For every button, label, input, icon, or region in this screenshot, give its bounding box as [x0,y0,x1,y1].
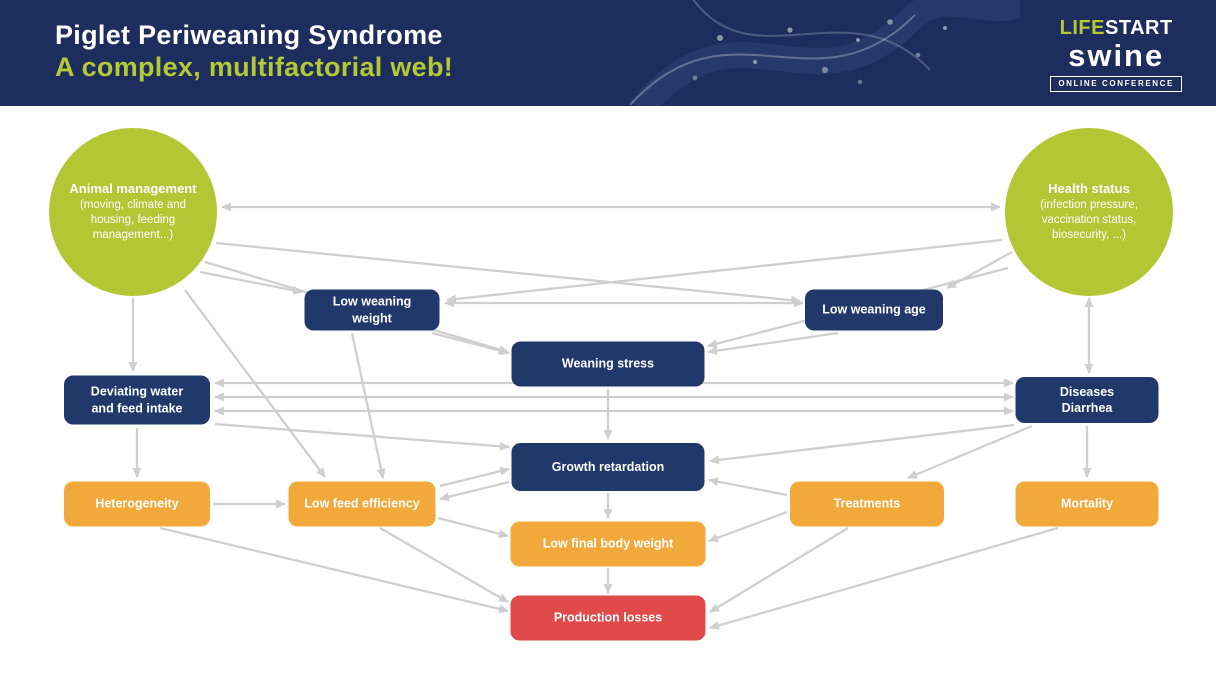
connector-arrow [709,423,1015,465]
dna-decoration-graphic [629,0,1020,106]
node-weaning-stress: Weaning stress [511,341,705,387]
connector-arrow [350,332,386,479]
header-banner: Piglet Periweaning Syndrome A complex, m… [0,0,1216,106]
connector-arrow [946,250,1013,290]
node-label: Weaning stress [561,356,655,371]
node-production-losses: Production losses [510,595,706,641]
node-label: Animal management [69,181,197,197]
connector-arrow [431,331,510,356]
node-sublabel: (moving, climate and housing, feeding ma… [79,199,187,241]
connector-arrow [709,526,1059,630]
node-label: Production losses [553,610,663,625]
connector-arrow [215,241,801,305]
connector-arrow [708,510,788,543]
connector-arrow [379,527,509,603]
connector-arrow [214,422,510,451]
node-label: Deviating water and feed intake [90,384,184,415]
node-low-weaning-age: Low weaning age [805,289,943,331]
node-low-weaning-weight: Low weaning weight [304,289,440,331]
page-title: Piglet Periweaning Syndrome [55,20,443,50]
node-label: Low weaning weight [332,294,412,325]
logo-swine-text: swine [1068,38,1165,73]
logo-conference-badge: ONLINE CONFERENCE [1050,76,1182,92]
node-diseases-diarrhea: Diseases Diarrhea [1015,377,1159,423]
lifestart-swine-logo: LIFESTART swine ONLINE CONFERENCE [1050,18,1182,92]
connector-arrow [199,270,303,295]
connector-arrow [439,466,510,488]
node-label: Diseases Diarrhea [1059,384,1115,415]
connector-arrow [439,480,510,502]
node-health-status: Health status (infection pressure, vaccin… [1005,128,1173,296]
node-label: Low final body weight [542,536,674,551]
connector-arrow [907,424,1033,480]
node-low-final-body-weight: Low final body weight [510,521,706,567]
node-treatments: Treatments [790,481,944,527]
node-label: Mortality [1060,496,1114,511]
node-label: Growth retardation [551,459,665,474]
logo-life-text: LIFE [1059,17,1105,39]
node-label: Health status [1048,181,1130,197]
node-deviating-water-and-feed-intake: Deviating water and feed intake [64,375,210,425]
connector-arrow [708,477,788,497]
logo-wordmark-top: LIFESTART [1060,18,1173,38]
node-label: Heterogeneity [95,496,179,511]
node-growth-retardation: Growth retardation [511,443,705,491]
connector-arrow [159,526,509,614]
node-mortality: Mortality [1015,481,1159,527]
node-heterogeneity: Heterogeneity [64,481,210,527]
title-block: Piglet Periweaning Syndrome A complex, m… [55,19,453,84]
node-animal-management: Animal management (moving, climate and ho… [49,128,217,296]
connector-arrow [709,527,849,613]
page-subtitle: A complex, multifactorial web! [55,52,454,83]
node-low-feed-efficiency: Low feed efficiency [288,481,436,527]
connector-arrow [437,516,509,539]
node-label: Low weaning age [822,302,926,317]
connector-arrow [707,331,839,356]
node-label: Low feed efficiency [304,496,420,511]
node-sublabel: (infection pressure, vaccination status,… [1040,199,1138,241]
logo-start-text: START [1105,17,1173,39]
node-label: Treatments [833,496,901,511]
